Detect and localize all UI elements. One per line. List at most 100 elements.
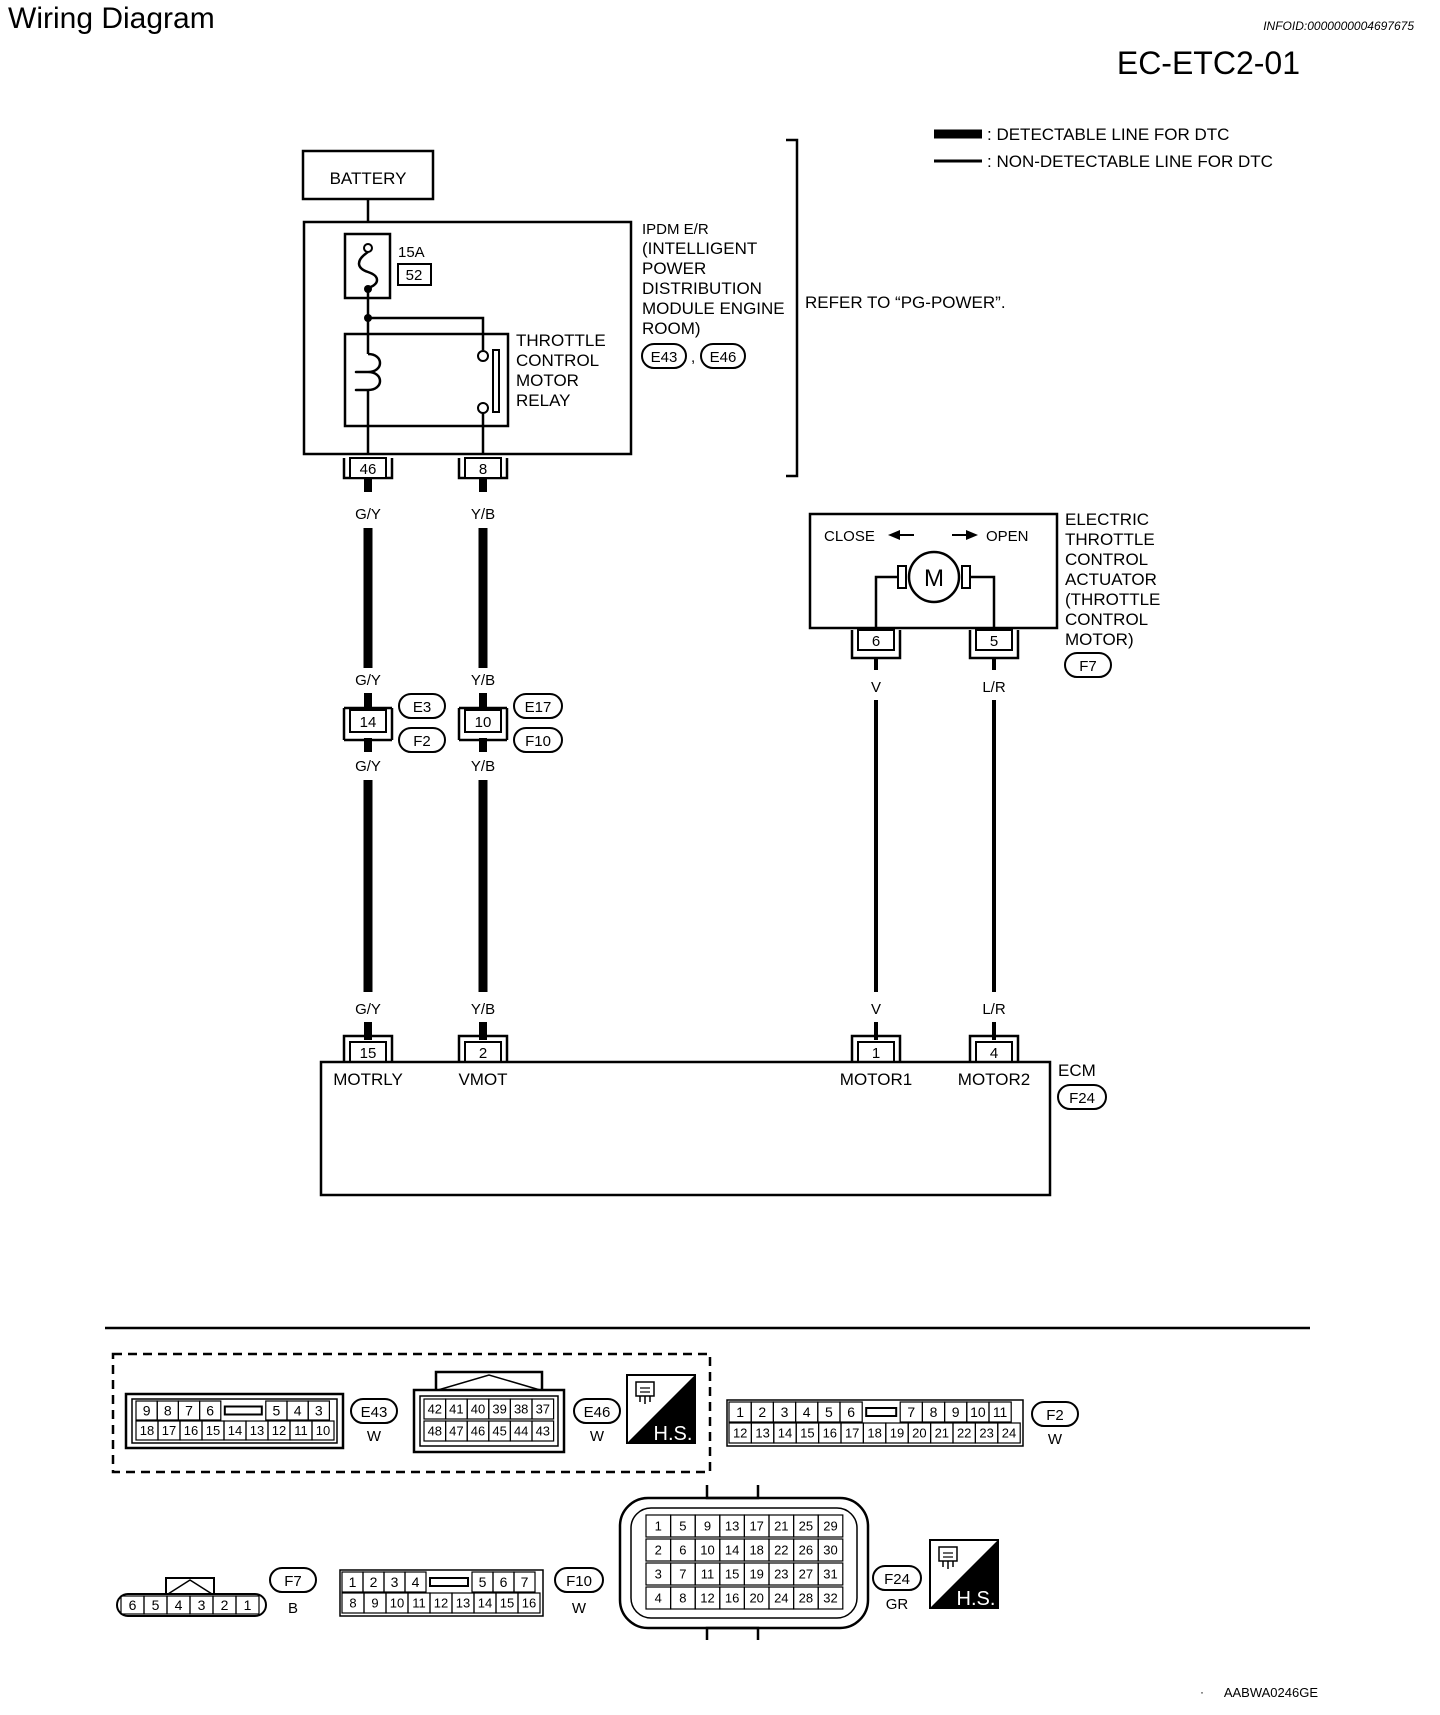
relay-label: THROTTLE CONTROL MOTOR RELAY	[516, 331, 606, 410]
f7-color: B	[288, 1600, 298, 1617]
pin-number: 16	[823, 1426, 837, 1441]
legend-detectable: : DETECTABLE LINE FOR DTC	[987, 125, 1229, 144]
e43-id: E43	[361, 1404, 388, 1421]
wire-yb: Y/B Y/B Y/B Y/B	[471, 478, 495, 1040]
separator: ,	[691, 349, 695, 366]
pin-number: 14	[725, 1543, 739, 1558]
pin-number: 29	[823, 1519, 837, 1534]
ecm-signal-vmot: VMOT	[458, 1070, 507, 1089]
junction-pin-14: 14	[360, 714, 377, 731]
pin-cell	[311, 1420, 335, 1441]
pin-cell	[404, 1571, 427, 1593]
pin-cell	[235, 1595, 260, 1615]
legend: : DETECTABLE LINE FOR DTC : NON-DETECTAB…	[934, 125, 1273, 171]
pin-number: 3	[198, 1597, 206, 1613]
ecm-pin-2: 2	[457, 1034, 509, 1063]
pin-number: 6	[206, 1403, 214, 1419]
relay-switch-symbol	[477, 349, 500, 426]
pin-number: 16	[522, 1596, 536, 1611]
connector-key	[429, 1577, 469, 1587]
section-title: Wiring Diagram	[8, 2, 215, 35]
info-id: INFOID:0000000004697675	[1263, 19, 1414, 33]
actuator-label-line: ELECTRIC	[1065, 510, 1149, 529]
junction-connector-f10: F10	[525, 733, 551, 750]
ipdm-label-line: MODULE ENGINE	[642, 299, 785, 318]
arrow-right-icon	[952, 530, 978, 540]
fuse-rating: 15A	[398, 244, 425, 261]
junction-connector-e3: E3	[413, 699, 431, 716]
connector-badge	[872, 1565, 922, 1591]
pin-number: 16	[725, 1591, 739, 1606]
wire-label-v: V	[871, 679, 881, 696]
fuse-number: 52	[406, 267, 423, 284]
ecm-pin-1-label: 1	[872, 1045, 880, 1062]
pin-number: 31	[823, 1567, 837, 1582]
junction-14: 14	[342, 706, 394, 742]
actuator-pin-5-label: 5	[990, 633, 998, 650]
relay-label-line: THROTTLE	[516, 331, 606, 350]
connector-badge	[513, 727, 563, 753]
ecm-box	[319, 1060, 1052, 1197]
pin-number: 42	[428, 1402, 442, 1417]
ipdm-connectors-group	[111, 1352, 712, 1474]
pin-number: 27	[799, 1567, 813, 1582]
f2-id: F2	[1046, 1407, 1064, 1424]
pin-number: 10	[390, 1596, 404, 1611]
ipdm-label-line: POWER	[642, 259, 706, 278]
connector-badge	[269, 1567, 317, 1593]
pin-number: 21	[774, 1519, 788, 1534]
pin-cell	[817, 1562, 844, 1586]
motor-letter: M	[924, 565, 944, 592]
pin-number: 3	[391, 1574, 399, 1590]
pin-number: 39	[492, 1402, 506, 1417]
ipdm-label-line: DISTRIBUTION	[642, 279, 762, 298]
pin-number: 30	[823, 1543, 837, 1558]
harness-side-icon: H.S.	[626, 1374, 696, 1445]
pin-number: 11	[993, 1404, 1008, 1420]
ipdm-label-line: IPDM E/R	[642, 221, 709, 238]
pin-number: 1	[244, 1597, 252, 1613]
refer-note: REFER TO “PG-POWER”.	[805, 293, 1006, 312]
pin-number: 5	[679, 1519, 686, 1534]
wire-label-lr: L/R	[982, 1001, 1006, 1018]
pin-8-label: 8	[479, 461, 487, 478]
connector-key	[865, 1407, 898, 1417]
pin-number: 11	[294, 1423, 308, 1438]
ecm-signal-motrly: MOTRLY	[333, 1070, 403, 1089]
pin-number: 12	[700, 1591, 714, 1606]
f10-id: F10	[566, 1573, 592, 1590]
pin-number: 14	[778, 1426, 792, 1441]
pin-number: 38	[514, 1402, 528, 1417]
pin-number: 14	[228, 1423, 242, 1438]
pin-number: 14	[478, 1596, 492, 1611]
ecm-signal-motor1: MOTOR1	[840, 1070, 912, 1089]
relay-label-line: RELAY	[516, 391, 571, 410]
actuator-label-line: THROTTLE	[1065, 530, 1155, 549]
harness-side-icon: H.S.	[929, 1539, 999, 1610]
pin-number: 17	[162, 1423, 176, 1438]
pin-46-label: 46	[360, 461, 377, 478]
junction-10: 10	[457, 706, 509, 742]
connector-badge	[641, 343, 687, 369]
ecm-pin-4-label: 4	[990, 1045, 998, 1062]
pin-46: 46	[342, 457, 394, 480]
e46-id: E46	[584, 1404, 611, 1421]
pin-number: 2	[758, 1404, 766, 1420]
e46-color: W	[590, 1428, 605, 1445]
pin-number: 4	[175, 1597, 183, 1613]
pin-number: 1	[736, 1404, 744, 1420]
f24-color: GR	[886, 1596, 909, 1613]
junction-connector-f2: F2	[413, 733, 431, 750]
pin-number: 47	[449, 1424, 463, 1439]
wire-label-yb: Y/B	[471, 758, 495, 775]
pin-8: 8	[457, 457, 509, 480]
connector-badge	[554, 1567, 604, 1593]
pin-number: 48	[428, 1424, 442, 1439]
pin-number: 4	[803, 1404, 811, 1420]
pin-number: 4	[412, 1574, 420, 1590]
actuator-pin-6: 6	[850, 629, 902, 660]
ecm-pin-4: 4	[968, 1034, 1020, 1063]
